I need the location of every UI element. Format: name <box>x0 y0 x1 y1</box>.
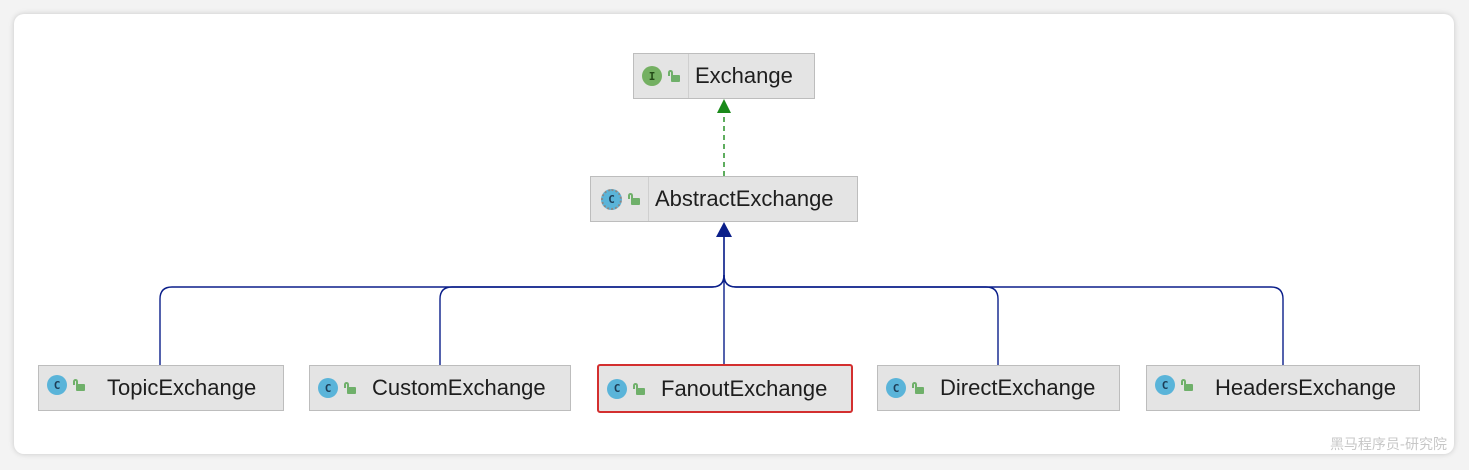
class-icon: C <box>1155 375 1175 395</box>
public-lock-icon <box>628 193 640 205</box>
node-topic-exchange[interactable]: C TopicExchange <box>38 365 284 411</box>
edge-extends-topic <box>159 236 725 365</box>
interface-icon: I <box>642 66 662 86</box>
node-fanout-exchange[interactable]: C FanoutExchange <box>597 364 853 413</box>
node-divider <box>648 177 649 221</box>
node-abstract-exchange[interactable]: C AbstractExchange <box>590 176 858 222</box>
public-lock-icon <box>1181 379 1193 391</box>
public-lock-icon <box>633 382 645 395</box>
node-label: HeadersExchange <box>1215 375 1397 400</box>
node-divider <box>688 54 689 98</box>
edge-extends-headers <box>723 274 1284 365</box>
arrowhead-extends <box>716 222 732 237</box>
class-icon: C <box>607 378 627 399</box>
arrowhead-implements <box>717 99 731 113</box>
class-icon: C <box>318 378 338 398</box>
node-direct-exchange[interactable]: C DirectExchange <box>877 365 1120 411</box>
node-label: TopicExchange <box>107 375 257 400</box>
node-label: DirectExchange <box>940 375 1096 400</box>
class-icon: C <box>886 378 906 398</box>
edge-extends-direct <box>723 274 999 365</box>
public-lock-icon <box>912 382 924 394</box>
node-exchange[interactable]: I Exchange <box>633 53 815 99</box>
watermark: 黑马程序员-研究院 <box>1329 437 1447 453</box>
node-custom-exchange[interactable]: C CustomExchange <box>309 365 571 411</box>
edge-extends-custom <box>439 274 725 365</box>
abstract-class-icon: C <box>601 188 622 210</box>
class-icon: C <box>47 375 67 395</box>
node-label: AbstractExchange <box>655 186 834 211</box>
node-headers-exchange[interactable]: C HeadersExchange <box>1146 365 1420 411</box>
node-label: CustomExchange <box>372 375 546 400</box>
public-lock-icon <box>73 379 85 391</box>
node-label: FanoutExchange <box>661 375 828 401</box>
public-lock-icon <box>668 70 680 82</box>
public-lock-icon <box>344 382 356 394</box>
node-label: Exchange <box>695 63 793 88</box>
